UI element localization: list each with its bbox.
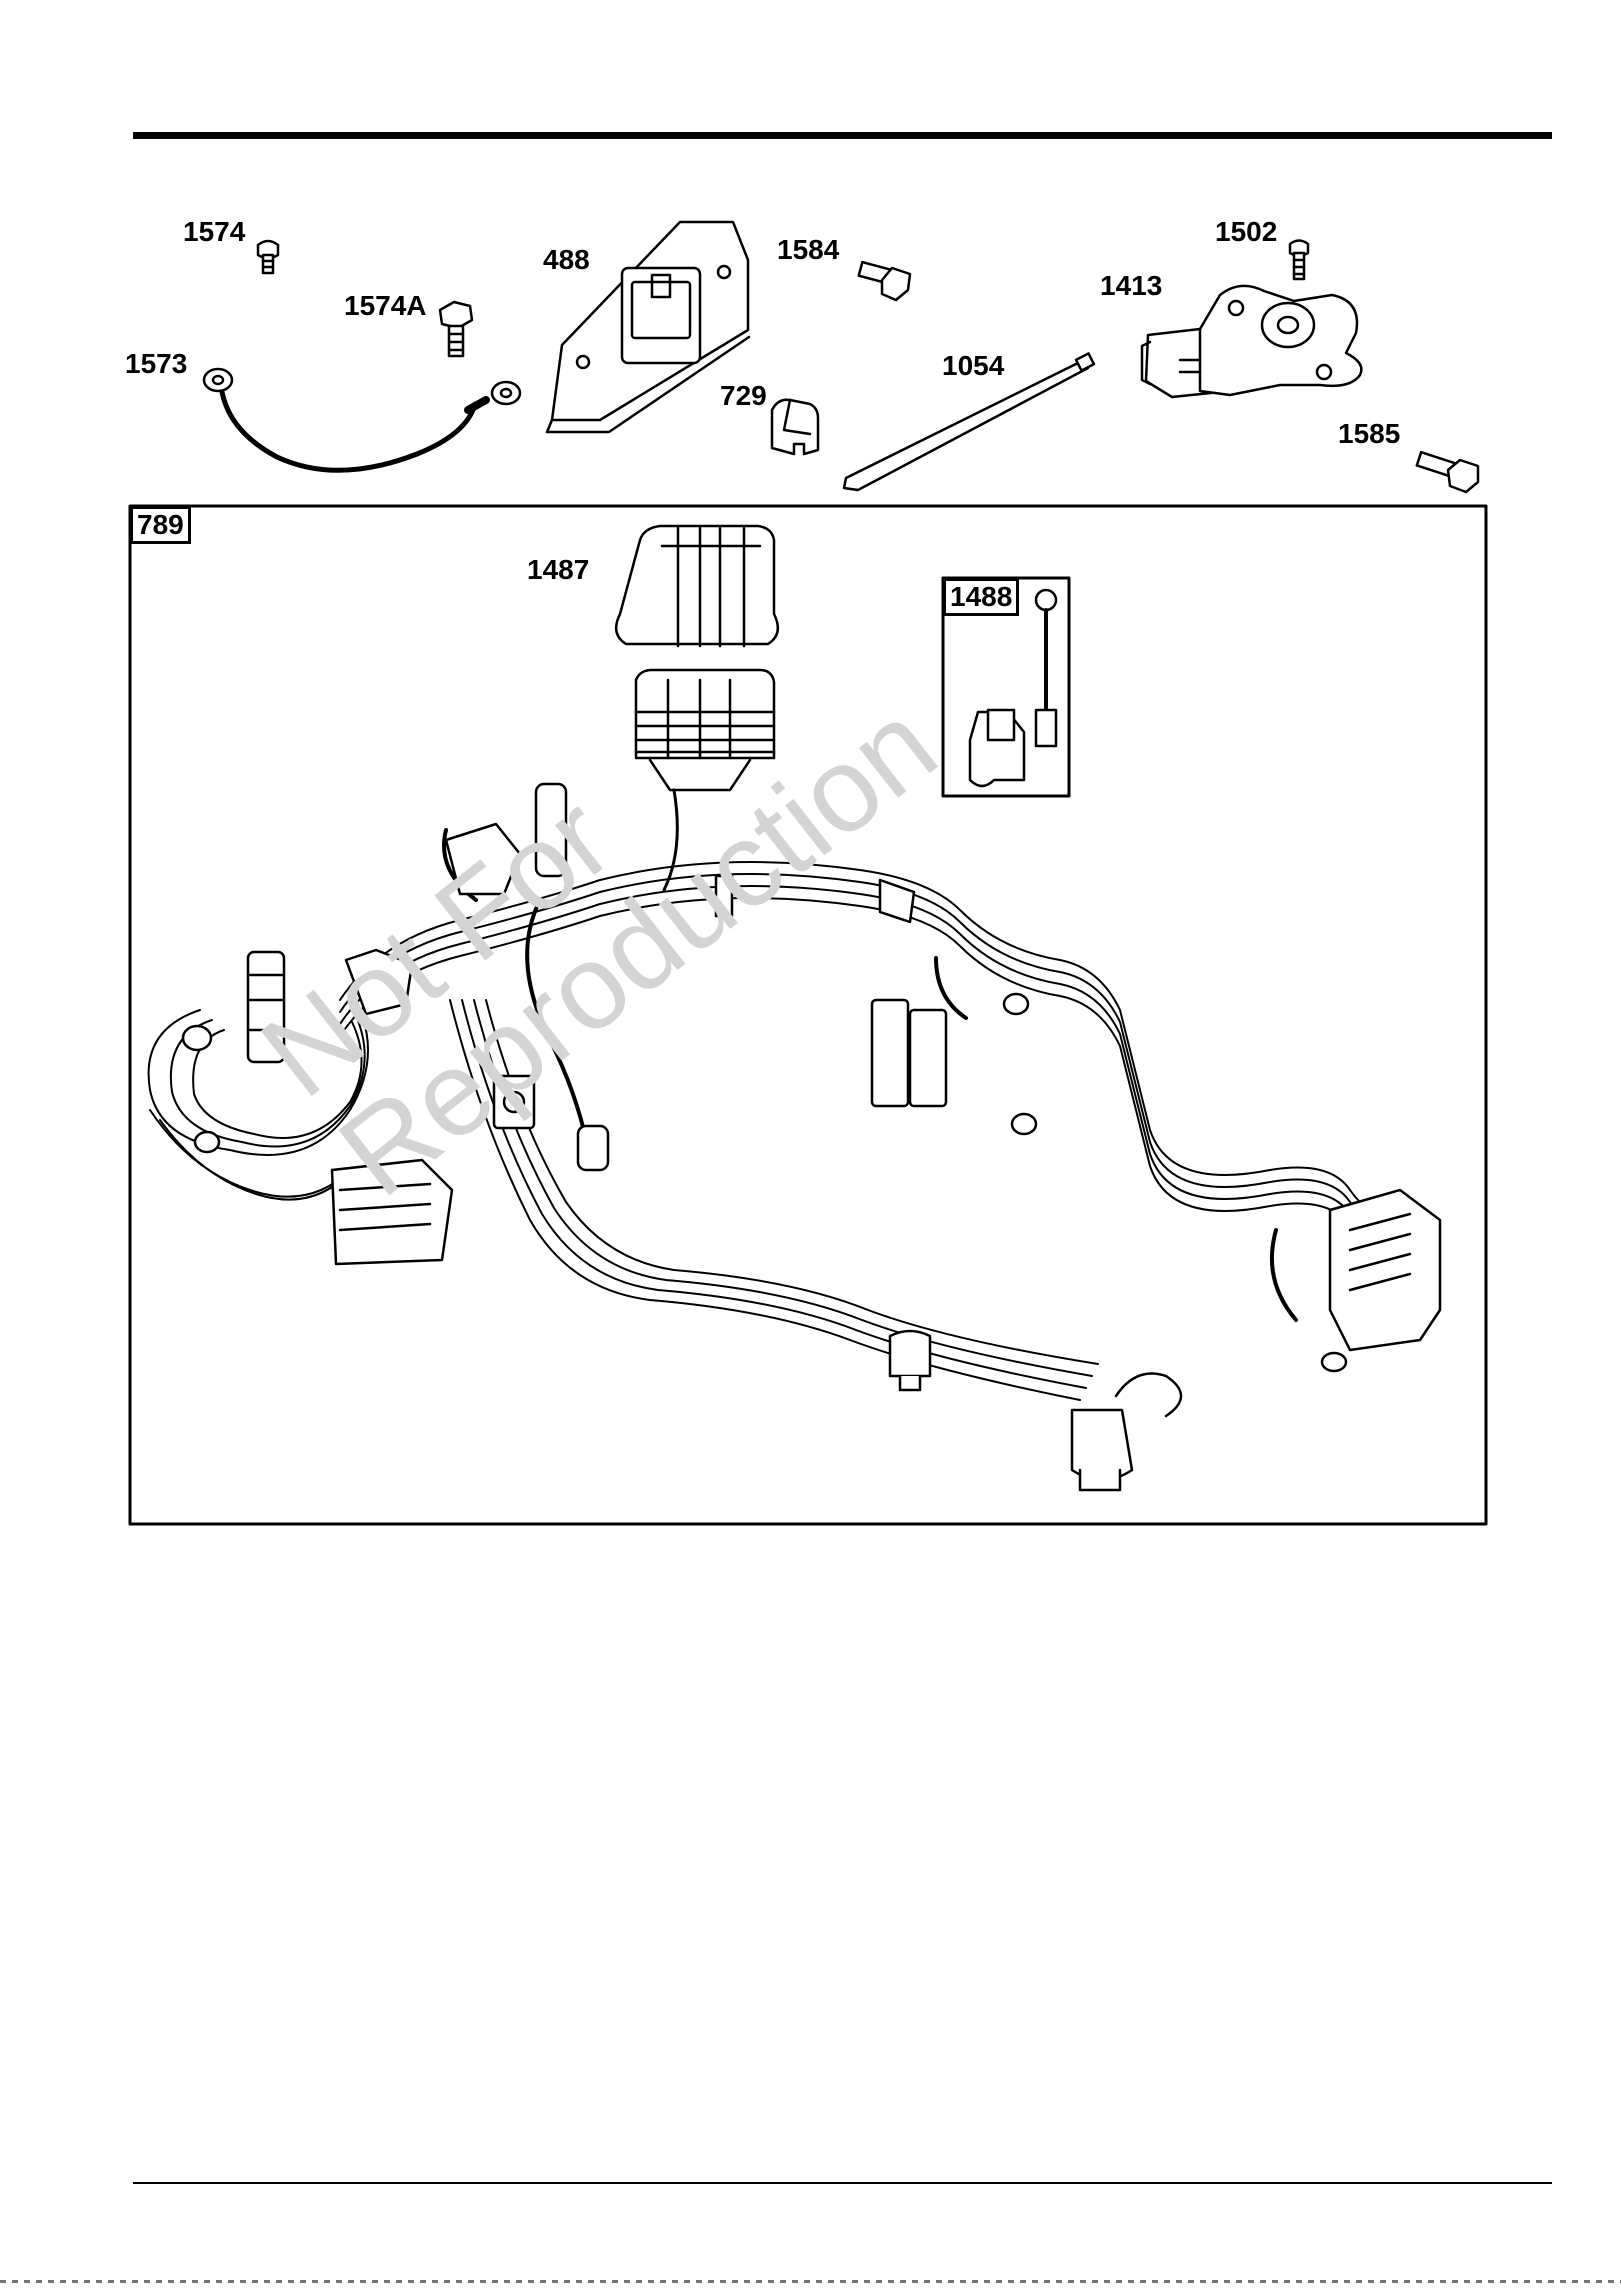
- bolt-1584: [859, 262, 910, 300]
- callout-1574: 1574: [183, 218, 245, 246]
- screw-1502: [1290, 241, 1308, 280]
- callout-729: 729: [720, 382, 767, 410]
- callout-1054: 1054: [942, 352, 1004, 380]
- callout-789: 789: [130, 506, 191, 544]
- clip-729: [772, 400, 818, 454]
- callout-1584: 1584: [777, 236, 839, 264]
- callout-1487: 1487: [527, 556, 589, 584]
- bolt-1574a: [440, 302, 472, 356]
- callout-1574a: 1574A: [344, 292, 427, 320]
- callout-488: 488: [543, 246, 590, 274]
- sensor-1413: [1142, 286, 1361, 397]
- callout-1502: 1502: [1215, 218, 1277, 246]
- bolt-1585: [1417, 452, 1478, 492]
- screw-1574: [258, 241, 278, 273]
- callout-1488: 1488: [943, 578, 1019, 616]
- page-edge-dashes: [0, 2280, 1621, 2283]
- callout-1573: 1573: [125, 350, 187, 378]
- callout-1585: 1585: [1338, 420, 1400, 448]
- callout-1413: 1413: [1100, 272, 1162, 300]
- footer-rule: [133, 2182, 1552, 2184]
- ground-strap-1573: [204, 369, 520, 470]
